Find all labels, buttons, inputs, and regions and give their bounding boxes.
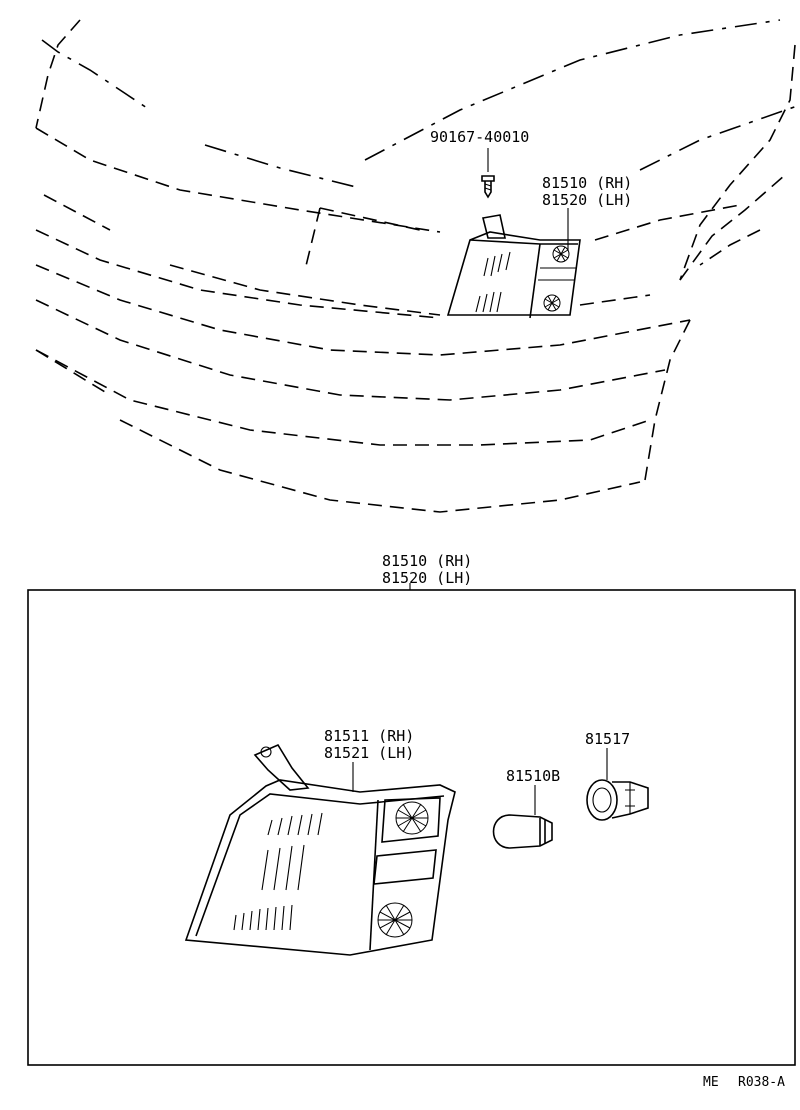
callout-lamp-lh-box: 81520 (LH)	[382, 569, 472, 587]
footer-code: R038-A	[738, 1075, 785, 1090]
bulb-icon	[492, 814, 553, 849]
top-leader-lines	[487, 148, 569, 250]
callout-lens-lh: 81521 (LH)	[324, 744, 414, 762]
socket-icon	[586, 779, 649, 821]
lens-assembly	[184, 743, 456, 956]
vehicle-body-outline	[35, 19, 800, 513]
callout-screw: 90167-40010	[430, 128, 529, 146]
callout-lamp-lh-top: 81520 (LH)	[542, 191, 632, 209]
assembly-box	[27, 589, 796, 1066]
installed-corner-lamp	[446, 214, 581, 319]
callout-bulb: 81510B	[506, 767, 560, 785]
callout-lamp-rh-top: 81510 (RH)	[542, 174, 632, 192]
box-leader-lines	[352, 748, 608, 815]
callout-lens-rh: 81511 (RH)	[324, 727, 414, 745]
callout-socket: 81517	[585, 730, 630, 748]
footer-code-prefix: ME	[703, 1075, 719, 1090]
callout-lamp-rh-box: 81510 (RH)	[382, 552, 472, 570]
screw-icon	[481, 175, 495, 199]
